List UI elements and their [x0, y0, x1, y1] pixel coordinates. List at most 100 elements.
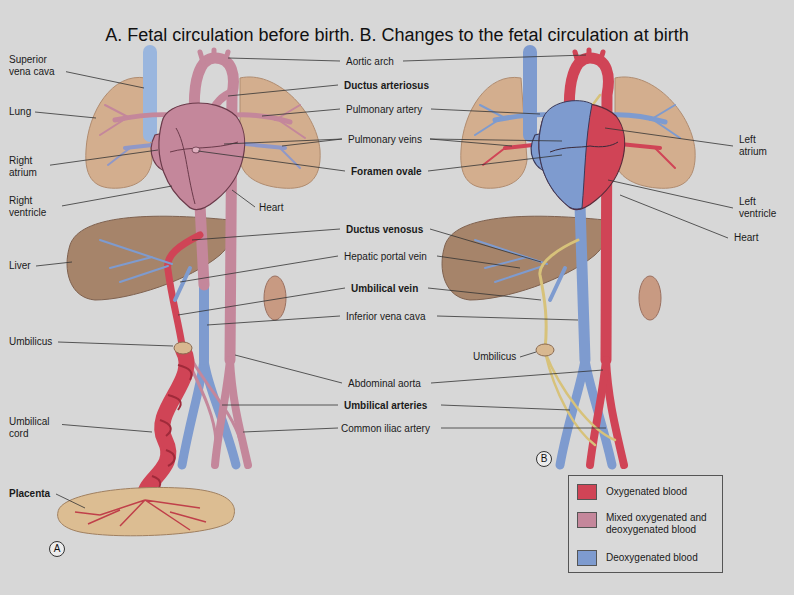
legend-text: Oxygenated blood [606, 484, 718, 498]
anatomy-label: Abdominal aorta [347, 378, 422, 390]
leader-lines [44, 150, 158, 166]
panel-letter: A [54, 544, 61, 554]
leader-lines [605, 128, 733, 146]
leader-lines [35, 55, 733, 508]
vessels-a [200, 205, 204, 285]
vessels-b [575, 50, 603, 62]
anatomy-label: Umbilical arteries [343, 400, 428, 412]
leader-lines [403, 55, 586, 61]
legend-row: Mixed oxygenated and deoxygenated blood [577, 512, 718, 536]
vessels-a [100, 240, 172, 282]
leader-lines [58, 70, 144, 88]
umbilical-cord [174, 342, 192, 354]
leader-lines [192, 229, 340, 240]
anatomy-label: Placenta [8, 488, 51, 500]
leader-lines [198, 151, 345, 171]
leader-lines [235, 355, 342, 383]
placenta [58, 487, 235, 535]
umbilical-cord [145, 350, 187, 500]
anatomy-label: Right ventricle [8, 195, 62, 219]
leader-lines [262, 109, 340, 116]
anatomy-label: Superior vena cava [8, 54, 66, 78]
leader-lines [207, 316, 340, 325]
legend-box: Oxygenated bloodMixed oxygenated and deo… [568, 475, 723, 573]
vessels-b [540, 240, 578, 350]
panel-letter-circle: A [49, 541, 65, 557]
leader-lines [180, 256, 338, 282]
anatomy-label: Liver [8, 260, 32, 272]
legend-text: Mixed oxygenated and deoxygenated blood [606, 512, 718, 536]
legend-swatch [577, 484, 597, 500]
legend-row: Deoxygenated blood [577, 550, 718, 566]
vessels-b [590, 360, 606, 465]
anatomy-label: Heart [258, 202, 284, 214]
leader-lines [431, 109, 540, 114]
leader-lines [56, 186, 172, 207]
anatomy-label: Pulmonary artery [345, 104, 423, 116]
leader-lines [437, 256, 520, 268]
leader-lines [35, 112, 96, 118]
leader-lines [441, 405, 570, 410]
panel-letter: B [541, 454, 548, 464]
anatomy-label: Ductus venosus [345, 224, 424, 236]
heart-b [539, 101, 592, 209]
leader-lines [428, 155, 562, 171]
vessels-a [100, 50, 305, 465]
placenta [75, 500, 206, 530]
vessels-b [475, 240, 547, 282]
leader-lines [56, 494, 85, 508]
anatomy-label: Left atrium [738, 134, 780, 158]
leader-lines [232, 190, 255, 207]
anatomy-label: Lung [8, 106, 32, 118]
anatomy-label: Common iliac artery [340, 423, 431, 435]
anatomy-label: Umbilical vein [350, 283, 419, 295]
vessels-b [523, 52, 537, 135]
umbilical-cord [145, 342, 192, 500]
vessels-a [230, 360, 248, 465]
anatomy-label: Inferior vena cava [345, 311, 427, 323]
legend-swatch [577, 550, 597, 566]
anatomy-label: Foramen ovale [350, 166, 423, 178]
leader-lines [228, 85, 338, 96]
legend-swatch [577, 512, 597, 528]
legend-text: Deoxygenated blood [606, 550, 718, 564]
anatomy-label: Hepatic portal vein [343, 251, 428, 263]
anatomy-label: Right atrium [8, 155, 50, 179]
leader-lines [520, 352, 536, 357]
vessels-a [175, 268, 190, 300]
leader-lines [178, 288, 345, 315]
umbilical-cord [152, 365, 192, 492]
anatomy-label: Ductus arteriosus [343, 80, 430, 92]
leader-lines [243, 428, 338, 432]
umbilicus-ring [536, 344, 554, 356]
heart-a [192, 147, 200, 153]
vessels-a [143, 52, 157, 135]
heart-a [159, 103, 245, 209]
leader-lines [58, 342, 173, 346]
leader-lines [36, 262, 72, 266]
vessels-b [580, 205, 585, 360]
leader-lines [431, 370, 603, 383]
vessels-b [545, 352, 615, 440]
heart-b [531, 101, 624, 210]
vessels-b [585, 360, 612, 465]
vessels-b [606, 360, 624, 465]
anatomy-label: Umbilical cord [8, 416, 62, 440]
leader-lines [608, 180, 733, 208]
liver [67, 216, 235, 300]
leader-lines [222, 405, 338, 406]
leader-lines [228, 58, 340, 61]
leader-lines [430, 139, 562, 141]
vessels-a [200, 50, 228, 62]
placenta [58, 487, 235, 535]
anatomy-label: Heart [733, 232, 759, 244]
leader-lines [224, 139, 342, 144]
heart-b [550, 142, 618, 152]
leader-lines [56, 424, 152, 432]
leader-lines [620, 195, 728, 238]
anatomy-label: Aortic arch [345, 56, 395, 68]
heart-a [170, 128, 238, 204]
anatomy-label: Left ventricle [738, 196, 790, 220]
anatomy-label: Pulmonary veins [347, 134, 423, 146]
